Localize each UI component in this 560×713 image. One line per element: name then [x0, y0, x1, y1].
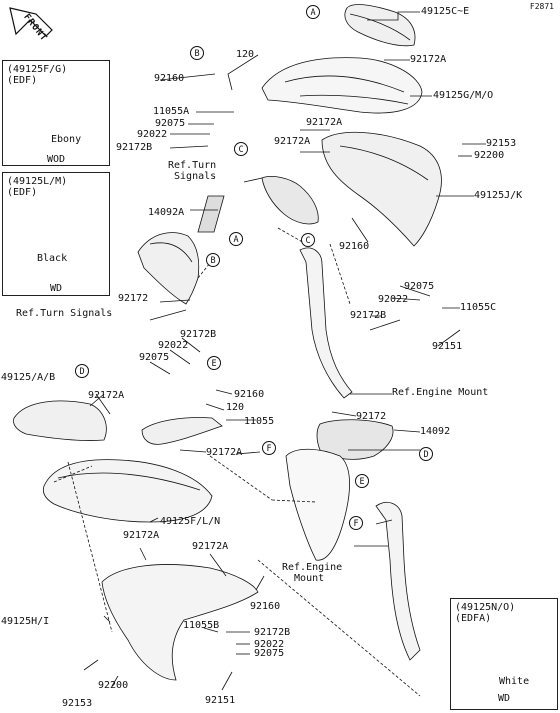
inset-white-variant: WD — [497, 693, 511, 704]
part-92075: 92075 — [139, 352, 170, 363]
part-49125G-M-O: 49125G/M/O — [433, 90, 494, 101]
callout-a-mid: A — [229, 232, 243, 246]
diagram-reference: F2871 — [529, 2, 554, 11]
part-49125F-L-N: 49125F/L/N — [160, 516, 221, 527]
part-92022: 92022 — [137, 129, 168, 140]
callout-c-top: C — [234, 142, 248, 156]
part-92172A: 92172A — [306, 117, 343, 128]
part-92172A: 92172A — [274, 136, 311, 147]
part-11055B: 11055B — [183, 620, 220, 631]
part-49125C-E: 49125C~E — [421, 6, 470, 17]
inset-white-part-numbers: (49125N/O) (EDFA) — [455, 602, 516, 624]
front-arrow-icon — [9, 7, 53, 37]
inset-black: (49125L/M) (EDF) Black WD — [2, 172, 110, 296]
part-11055A: 11055A — [153, 106, 190, 117]
inset-black-part-numbers: (49125L/M) (EDF) — [7, 176, 68, 198]
part-92172A: 92172A — [123, 530, 160, 541]
inset-ebony-variant: WOD — [46, 154, 66, 165]
callout-c-mid: C — [301, 233, 315, 247]
part-92160: 92160 — [154, 73, 185, 84]
part-92200: 92200 — [474, 150, 505, 161]
part-92075: 92075 — [254, 648, 285, 659]
ref-turn-signals: Ref.Turn Signals — [168, 160, 217, 182]
inset-white-color: White — [499, 676, 530, 687]
part-49125-A-B: 49125/A/B — [1, 372, 56, 383]
callout-b-top: B — [190, 46, 204, 60]
part-92172A: 92172A — [206, 447, 243, 458]
part-92153: 92153 — [486, 138, 517, 149]
callout-f-center: F — [262, 441, 276, 455]
part-92172A: 92172A — [88, 390, 125, 401]
part-92153: 92153 — [62, 698, 93, 709]
part-92160: 92160 — [250, 601, 281, 612]
part-92172B: 92172B — [180, 329, 217, 340]
callout-e-center: E — [207, 356, 221, 370]
part-92160: 92160 — [234, 389, 265, 400]
callout-b-mid: B — [206, 253, 220, 267]
part-92172A: 92172A — [192, 541, 229, 552]
part-120: 120 — [226, 402, 245, 413]
part-92151: 92151 — [432, 341, 463, 352]
part-92200: 92200 — [98, 680, 129, 691]
ref-turn-signals: Ref.Turn Signals — [16, 308, 113, 319]
part-92075: 92075 — [155, 118, 186, 129]
inset-black-color: Black — [37, 253, 68, 264]
callout-e-right: E — [355, 474, 369, 488]
part-92151: 92151 — [205, 695, 236, 706]
part-92172B: 92172B — [116, 142, 153, 153]
part-92172B: 92172B — [350, 310, 387, 321]
part-92022: 92022 — [158, 340, 189, 351]
inset-ebony-color: Ebony — [51, 134, 82, 145]
part-92022: 92022 — [378, 294, 409, 305]
part-11055C: 11055C — [460, 302, 497, 313]
callout-f-right: F — [349, 516, 363, 530]
part-49125J-K: 49125J/K — [474, 190, 523, 201]
inset-ebony: (49125F/G) (EDF) Ebony WOD — [2, 60, 110, 166]
callout-a-top: A — [306, 5, 320, 19]
ref-engine-mount: Ref.Engine Mount — [282, 562, 343, 584]
part-92022: 92022 — [254, 639, 285, 650]
part-49125H-I: 49125H/I — [1, 616, 50, 627]
part-92160: 92160 — [339, 241, 370, 252]
part-14092A: 14092A — [148, 207, 185, 218]
part-92172: 92172 — [118, 293, 149, 304]
inset-white: (49125N/O) (EDFA) White WD — [450, 598, 558, 710]
inset-ebony-part-numbers: (49125F/G) (EDF) — [7, 64, 68, 86]
part-92075: 92075 — [404, 281, 435, 292]
inset-black-variant: WD — [49, 283, 63, 294]
callout-d-right: D — [419, 447, 433, 461]
front-direction-indicator: FRONT — [6, 4, 58, 56]
part-14092: 14092 — [420, 426, 451, 437]
ref-engine-mount: Ref.Engine Mount — [392, 387, 489, 398]
part-11055: 11055 — [244, 416, 275, 427]
callout-d-left: D — [75, 364, 89, 378]
part-120: 120 — [236, 49, 255, 60]
part-92172: 92172 — [356, 411, 387, 422]
part-92172B: 92172B — [254, 627, 291, 638]
part-92172A: 92172A — [410, 54, 447, 65]
